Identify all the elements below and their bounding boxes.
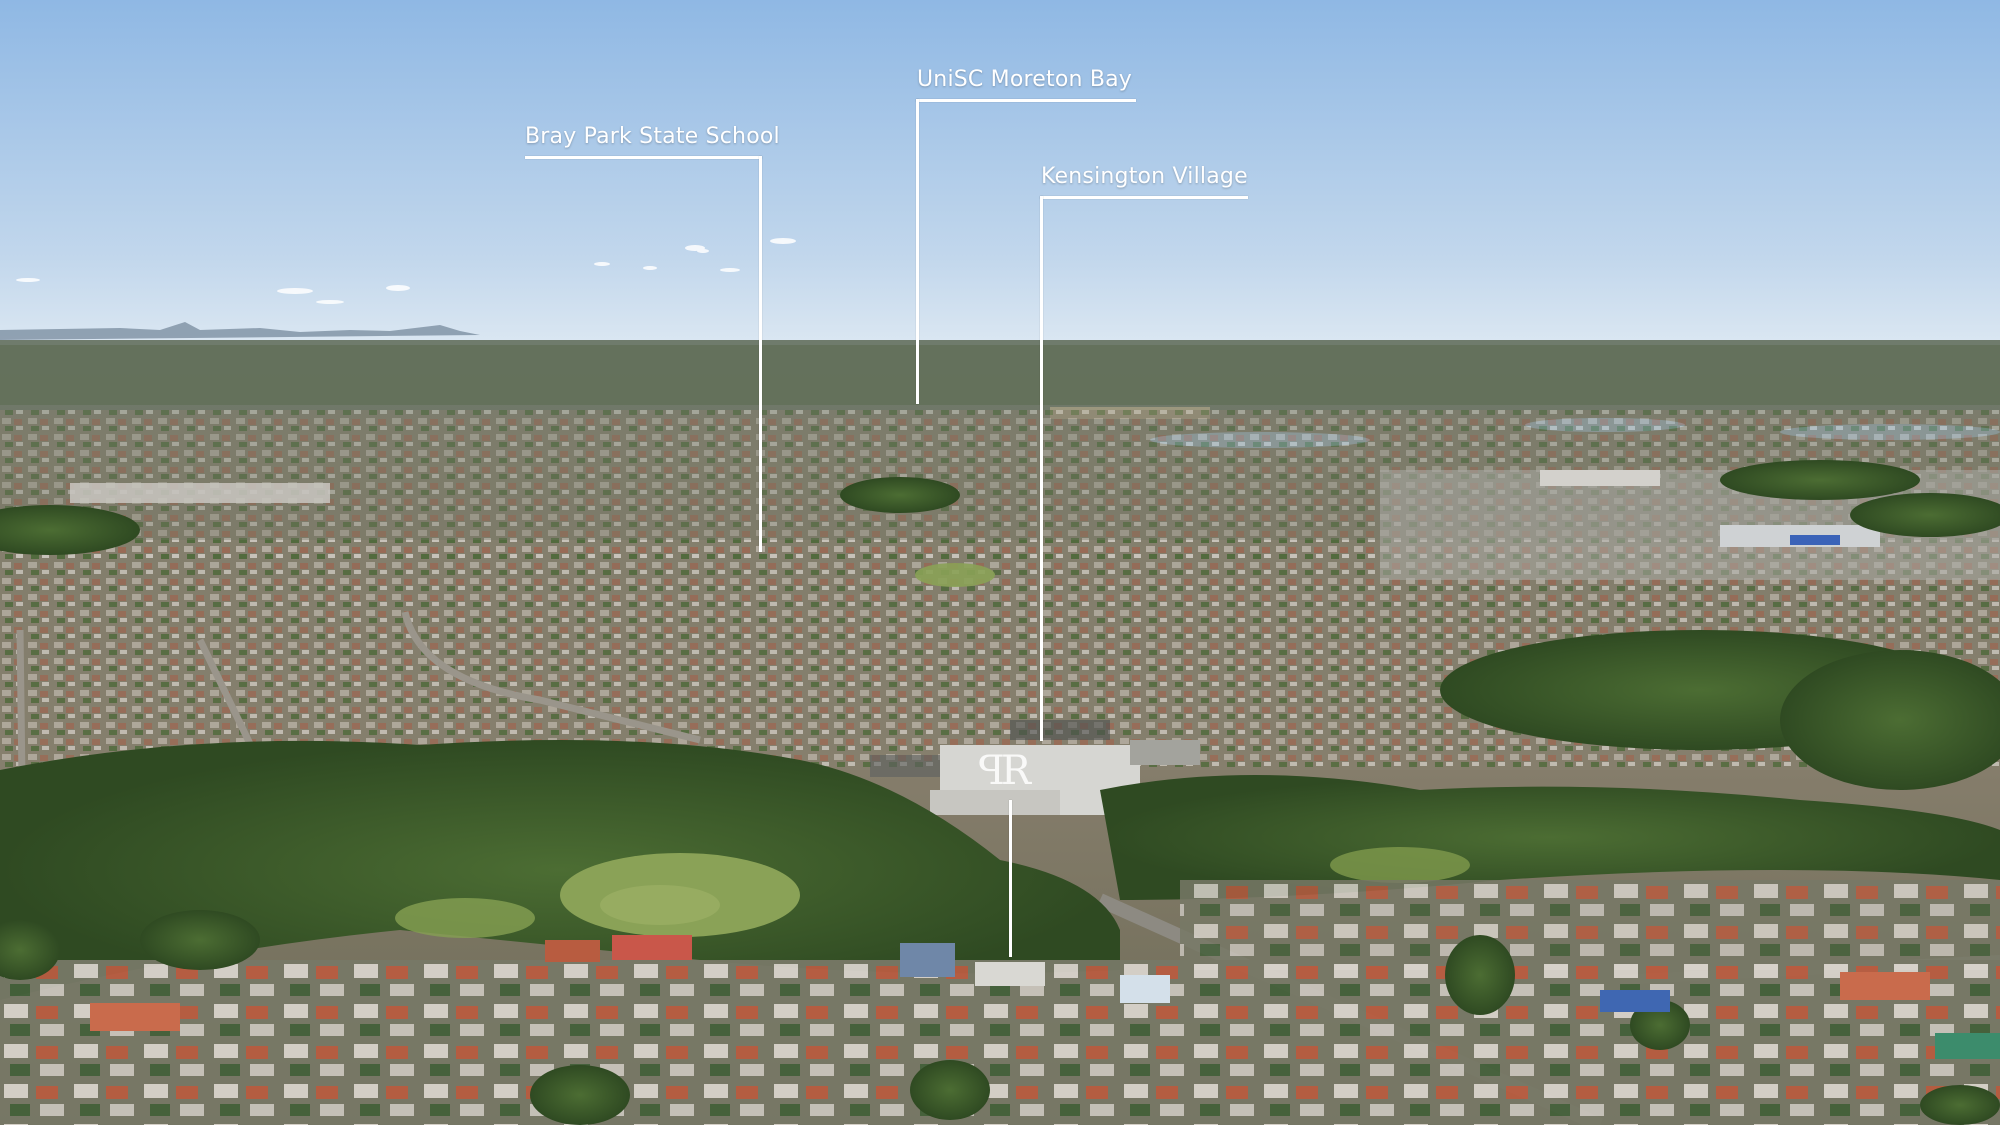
callout-label-unisc-moreton-bay: UniSC Moreton Bay <box>917 67 1133 92</box>
callout-leader-unisc-horizontal <box>916 99 1136 102</box>
callout-label-kensington-village: Kensington Village <box>1041 164 1248 189</box>
callout-leader-kensington-vertical <box>1040 196 1043 741</box>
callout-leader-bray-park-horizontal <box>525 156 762 159</box>
property-marker-leader <box>1009 800 1012 957</box>
callout-leader-unisc-vertical <box>916 99 919 404</box>
callout-leader-bray-park-vertical <box>759 156 762 552</box>
callout-leader-kensington-horizontal <box>1040 196 1248 199</box>
property-logo-icon: ꟼR <box>978 748 1031 794</box>
callout-label-bray-park-state-school: Bray Park State School <box>525 124 780 149</box>
